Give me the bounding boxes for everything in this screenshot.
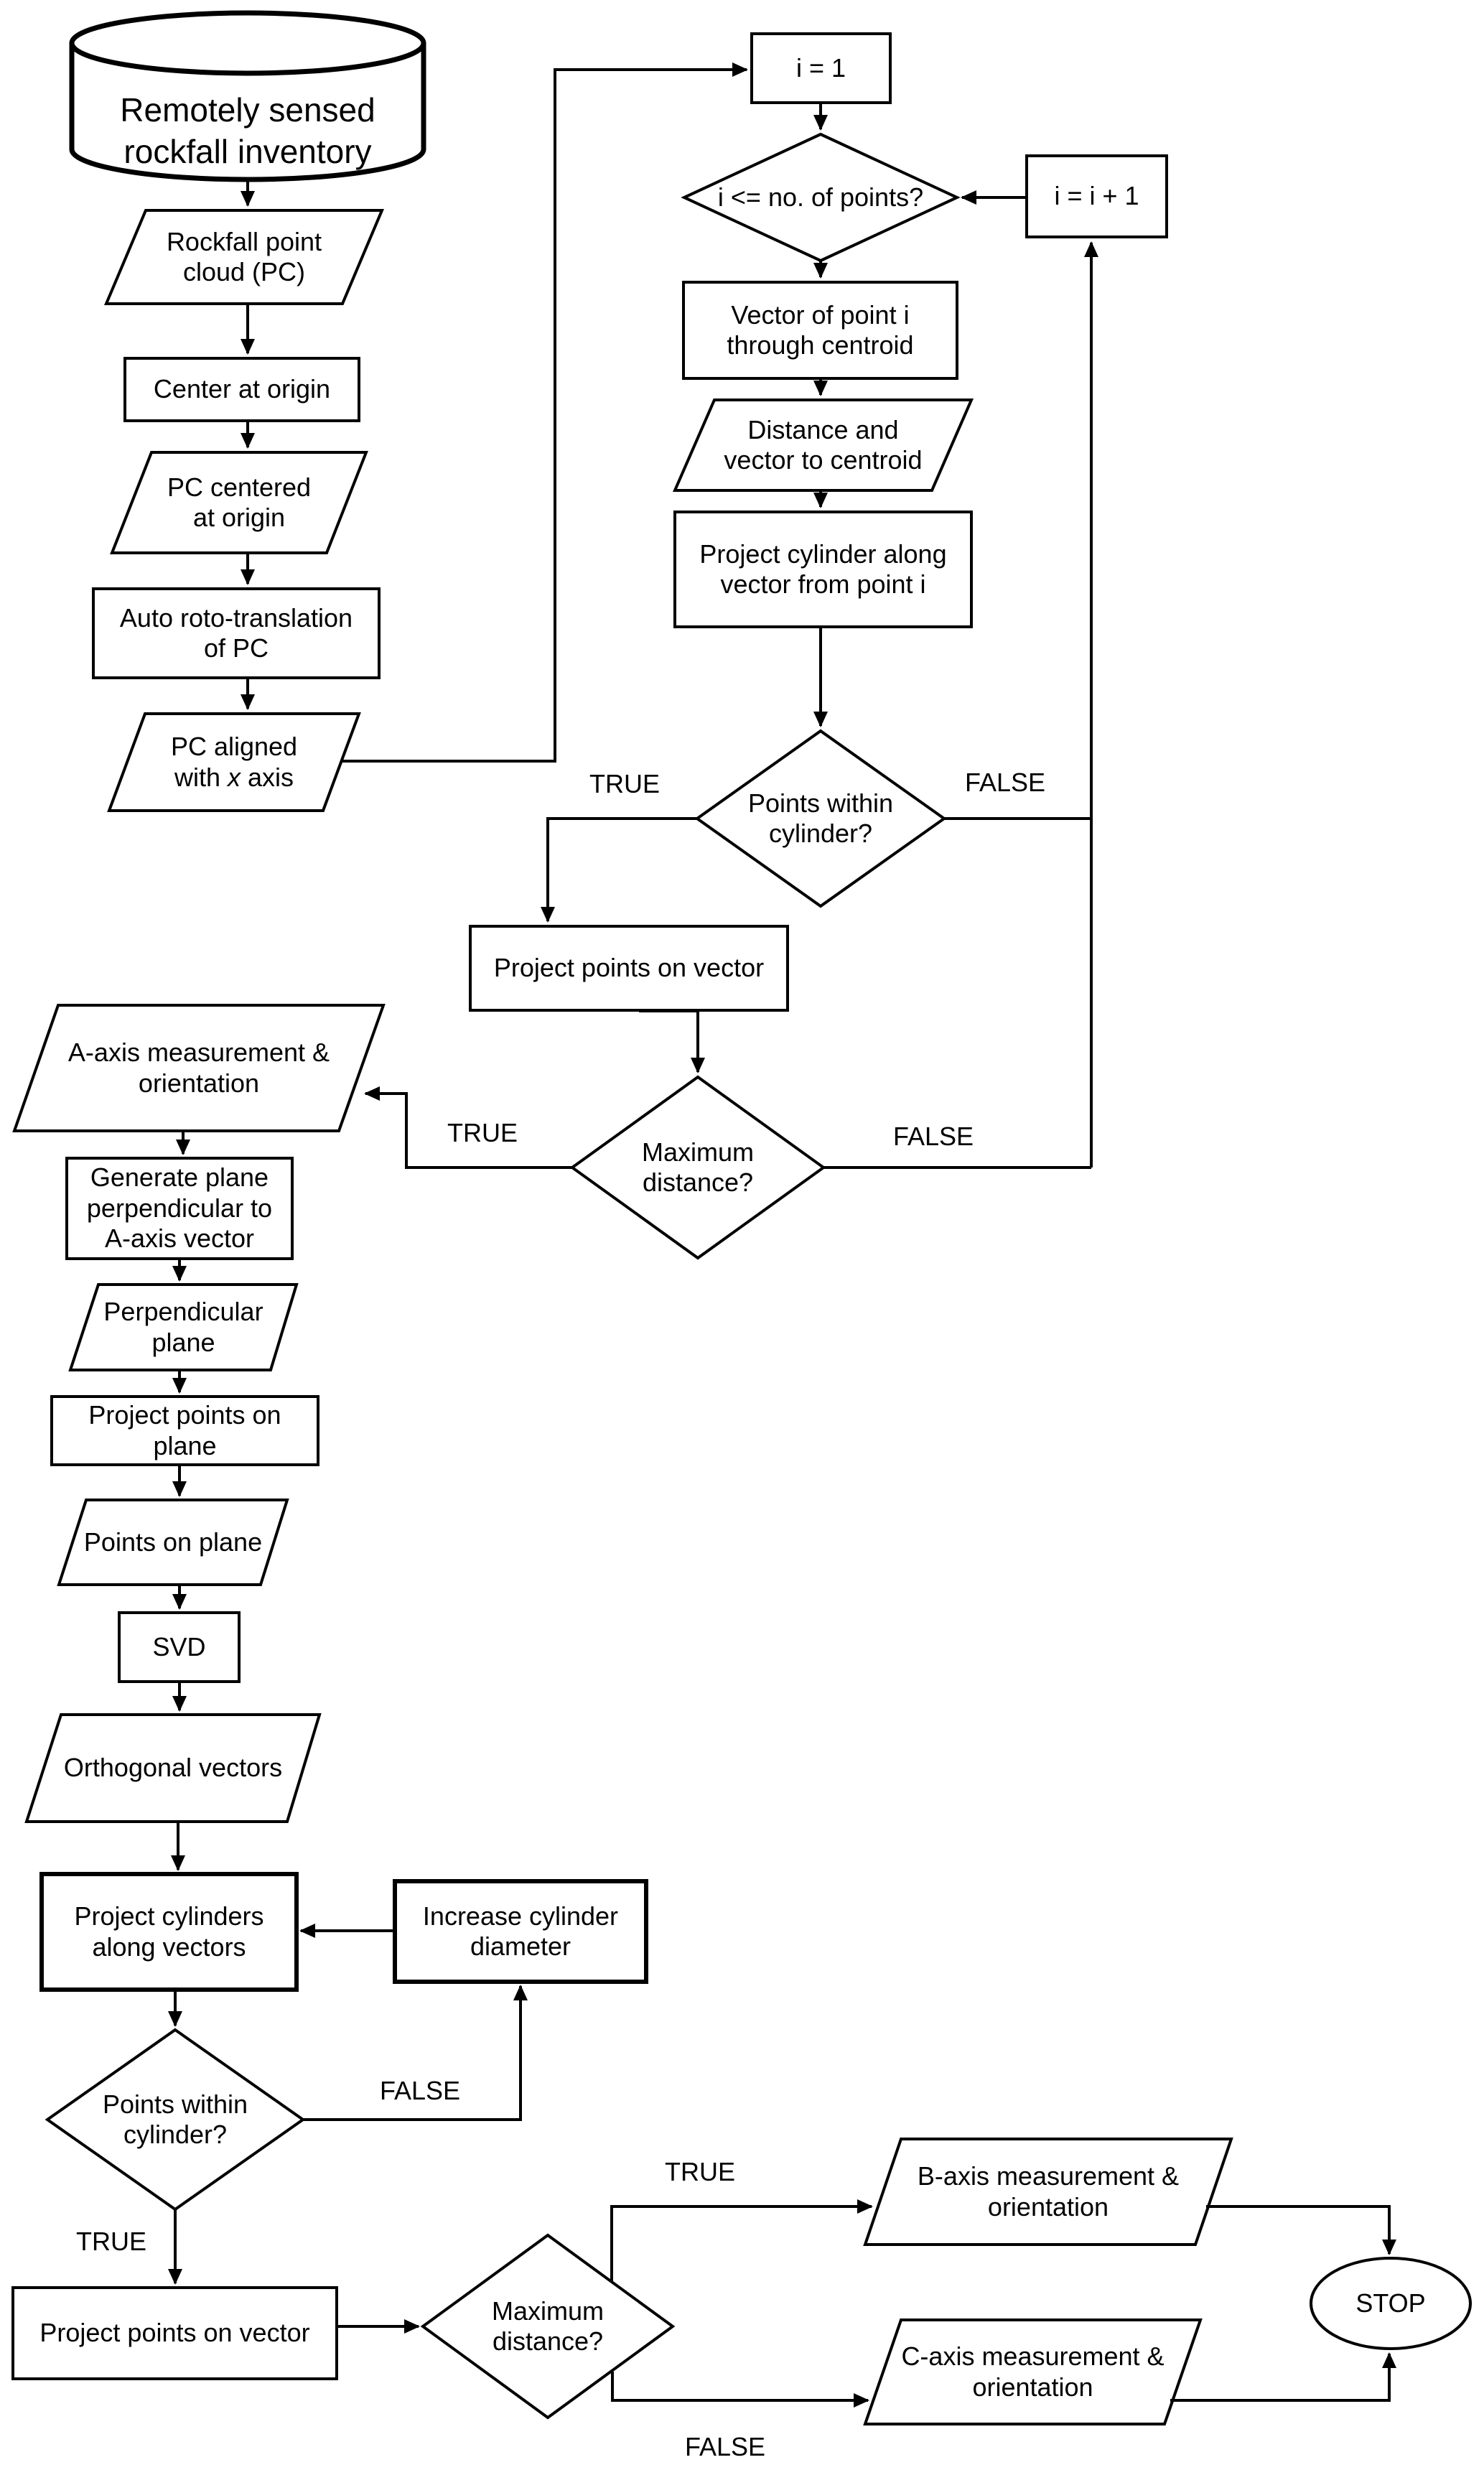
branch-label-max-distance-2-true: TRUE: [665, 2157, 735, 2186]
branch-label-points-within-2-false: FALSE: [379, 2076, 461, 2105]
node-points-within-1-shape: [694, 729, 947, 908]
node-inventory-shape: [69, 10, 426, 182]
node-pc-aligned-shape: [107, 712, 361, 812]
node-distance-vector-label: Distance and vector to centroid: [724, 414, 923, 475]
node-center-origin-shape: [123, 357, 360, 422]
node-b-axis-label: B-axis measurement & orientation: [917, 2161, 1180, 2222]
node-i-eq-1-label: i = 1: [795, 52, 846, 83]
branch-label-points-within-2-true: TRUE: [76, 2227, 146, 2256]
node-points-within-2-label: Points within cylinder?: [102, 2089, 248, 2149]
node-svd-shape: [118, 1611, 241, 1683]
node-inventory-label: Remotely sensed rockfall inventory: [120, 91, 375, 170]
node-c-axis-shape: [863, 2318, 1203, 2425]
node-generate-plane-shape: [65, 1157, 294, 1260]
node-project-points-1-shape: [469, 925, 789, 1012]
branch-label-max-distance-1-false: FALSE: [892, 1122, 974, 1151]
edge-project-points-1-to-max-distance-1: [639, 1010, 705, 1073]
node-i-plus-1-shape: [1025, 154, 1168, 238]
node-b-axis-shape: [863, 2138, 1233, 2246]
node-orthogonal-label: Orthogonal vectors: [63, 1753, 283, 1783]
node-vector-point-shape: [682, 281, 958, 380]
node-i-eq-1-shape: [750, 32, 892, 104]
node-increase-diameter-label: Increase cylinder diameter: [422, 1901, 619, 1961]
branch-label-max-distance-2-false: FALSE: [684, 2432, 766, 2461]
node-project-points-2-shape: [11, 2286, 338, 2380]
branch-label-points-within-1-false: FALSE: [964, 768, 1046, 797]
edge-c-axis-to-stop: [1170, 2352, 1396, 2402]
node-max-distance-1-shape: [569, 1075, 826, 1260]
node-pc-aligned-label: PC aligned with x axis: [170, 732, 298, 792]
node-rockfall-pc-shape: [103, 209, 385, 305]
node-a-axis-label: A-axis measurement & orientation: [67, 1038, 330, 1098]
node-pc-centered-label: PC centered at origin: [167, 472, 312, 532]
node-project-cylinder-label: Project cylinder along vector from point…: [699, 539, 947, 599]
node-project-cylinders-label: Project cylinders along vectors: [74, 1901, 264, 1962]
edge-max-distance-2-false: [611, 2372, 869, 2408]
node-stop-label: STOP: [1355, 2288, 1426, 2318]
node-increase-diameter-shape: [393, 1879, 648, 1984]
node-a-axis-shape: [12, 1004, 386, 1132]
branch-label-points-within-1-true: TRUE: [589, 769, 660, 798]
edge-pc-aligned-to-i-eq-1: [342, 62, 748, 763]
node-project-points-plane-label: Project points on plane: [88, 1400, 281, 1460]
edge-max-distance-1-true: [364, 1086, 572, 1169]
node-points-on-plane-shape: [57, 1499, 289, 1586]
node-points-within-1-label: Points within cylinder?: [747, 788, 894, 848]
edge-points-within-2-false: [303, 1985, 528, 2121]
node-center-origin-label: Center at origin: [153, 374, 331, 404]
branch-label-max-distance-1-true: TRUE: [447, 1118, 518, 1147]
node-i-le-points-label: i <= no. of points?: [717, 182, 924, 212]
node-rockfall-pc-label: Rockfall point cloud (PC): [166, 226, 322, 286]
edge-points-within-1-true: [541, 817, 697, 923]
edge-b-axis-to-stop: [1206, 2205, 1396, 2255]
node-generate-plane-label: Generate plane perpendicular to A-axis v…: [86, 1162, 273, 1254]
node-project-cylinder-shape: [673, 511, 973, 628]
node-perp-plane-label: Perpendicular plane: [103, 1297, 263, 1357]
node-max-distance-2-label: Maximum distance?: [491, 2296, 604, 2356]
node-project-points-1-label: Project points on vector: [493, 953, 765, 983]
node-max-distance-1-label: Maximum distance?: [641, 1137, 754, 1197]
node-project-cylinders-shape: [39, 1872, 299, 1992]
node-perp-plane-shape: [68, 1283, 299, 1371]
node-orthogonal-shape: [24, 1713, 322, 1823]
node-i-plus-1-label: i = i + 1: [1054, 181, 1139, 211]
node-stop-shape: [1310, 2257, 1472, 2350]
node-pc-centered-shape: [110, 451, 368, 554]
node-c-axis-label: C-axis measurement & orientation: [901, 2341, 1165, 2402]
node-distance-vector-shape: [672, 399, 974, 492]
node-vector-point-label: Vector of point i through centroid: [727, 299, 914, 360]
edge-max-distance-2-true: [610, 2199, 873, 2282]
node-auto-roto-shape: [92, 587, 381, 679]
node-points-on-plane-label: Points on plane: [83, 1527, 263, 1557]
node-project-points-plane-shape: [50, 1395, 319, 1466]
node-project-points-2-label: Project points on vector: [39, 2318, 310, 2348]
node-svd-label: SVD: [152, 1631, 206, 1662]
node-auto-roto-label: Auto roto-translation of PC: [119, 602, 353, 663]
